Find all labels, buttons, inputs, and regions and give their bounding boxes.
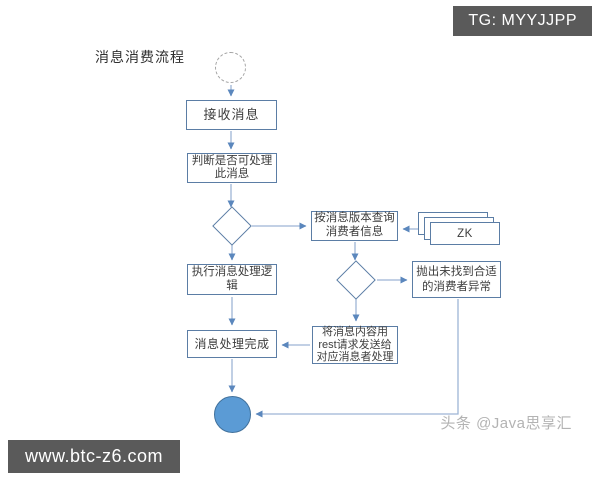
credit-watermark: 头条 @Java思享汇 xyxy=(440,415,572,432)
site-watermark-badge: www.btc-z6.com xyxy=(8,440,181,473)
node-query-consumer-info: 按消息版本查询 消费者信息 xyxy=(311,211,398,241)
end-node xyxy=(214,396,251,433)
node-judge-processable: 判断是否可处理 此消息 xyxy=(187,153,277,183)
tg-watermark-badge: TG: MYYJJPP xyxy=(453,6,592,36)
node-execute-logic: 执行消息处理逻 辑 xyxy=(187,264,277,295)
node-processing-done: 消息处理完成 xyxy=(187,330,277,358)
edge-throw-to-end xyxy=(255,299,459,418)
node-rest-send: 将消息内容用 rest请求发送给 对应消息者处理 xyxy=(312,326,398,364)
node-receive-message: 接收消息 xyxy=(186,100,277,130)
node-throw-exception: 抛出未找到合适 的消费者异常 xyxy=(412,261,501,298)
zk-datastore-node: ZK xyxy=(430,222,500,245)
start-node xyxy=(215,52,246,83)
diagram-title: 消息消费流程 xyxy=(95,49,185,65)
